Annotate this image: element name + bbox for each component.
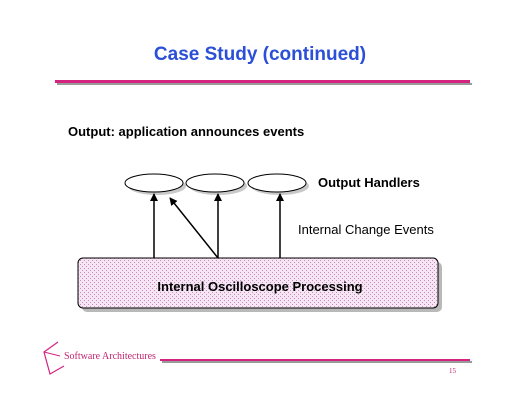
footer-rule (160, 359, 470, 361)
slide-subtitle: Output: application announces events (68, 124, 305, 139)
footer-course: Software Architectures (64, 351, 156, 362)
output-handler-3 (247, 173, 309, 195)
change-events-label: Internal Change Events (298, 222, 434, 237)
output-handler-2 (185, 173, 247, 195)
slide-title: Case Study (continued) (153, 44, 367, 65)
page-number: 15 (449, 367, 456, 375)
event-arrow-diagonal (169, 197, 219, 259)
processing-box (77, 257, 439, 309)
course-logo-icon (43, 341, 65, 375)
title-rule (55, 80, 470, 83)
footer-rule-shadow (162, 361, 472, 363)
output-handlers-label: Output Handlers (318, 175, 420, 190)
title-rule-shadow (57, 83, 472, 85)
output-handler-1 (124, 173, 186, 195)
